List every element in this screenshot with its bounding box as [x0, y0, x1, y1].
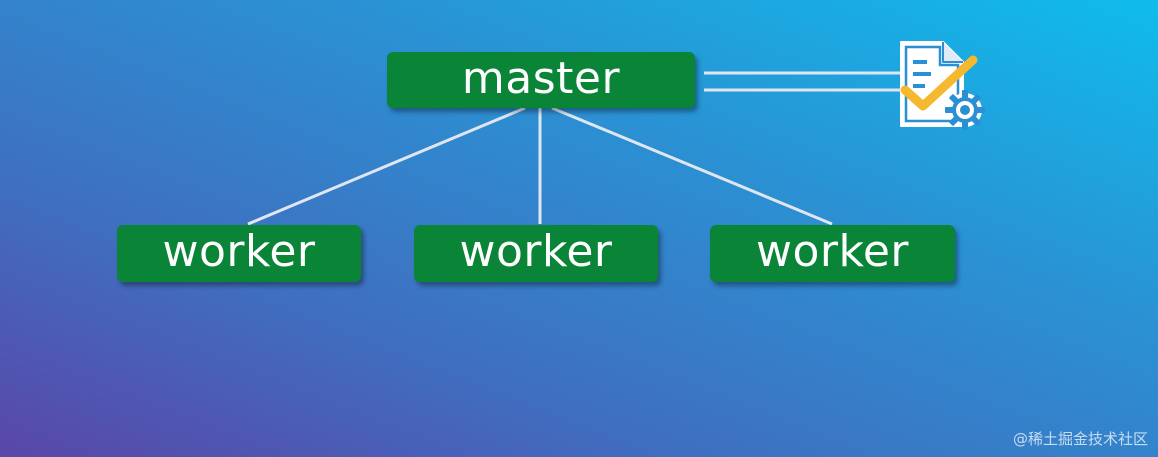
worker-node-2: worker [414, 225, 658, 282]
edge-master-worker-3 [551, 106, 833, 226]
worker-node-label: worker [755, 226, 910, 277]
edge-master-worker-1 [247, 106, 526, 226]
worker-node-3: worker [710, 225, 955, 282]
worker-node-label: worker [459, 226, 613, 277]
master-node-label: master [461, 52, 621, 104]
master-node: master [387, 52, 695, 108]
worker-node-label: worker [162, 226, 316, 277]
worker-node-1: worker [117, 225, 361, 282]
config-document-gear-icon [900, 41, 985, 130]
watermark: @稀土掘金技术社区 [1012, 430, 1148, 448]
